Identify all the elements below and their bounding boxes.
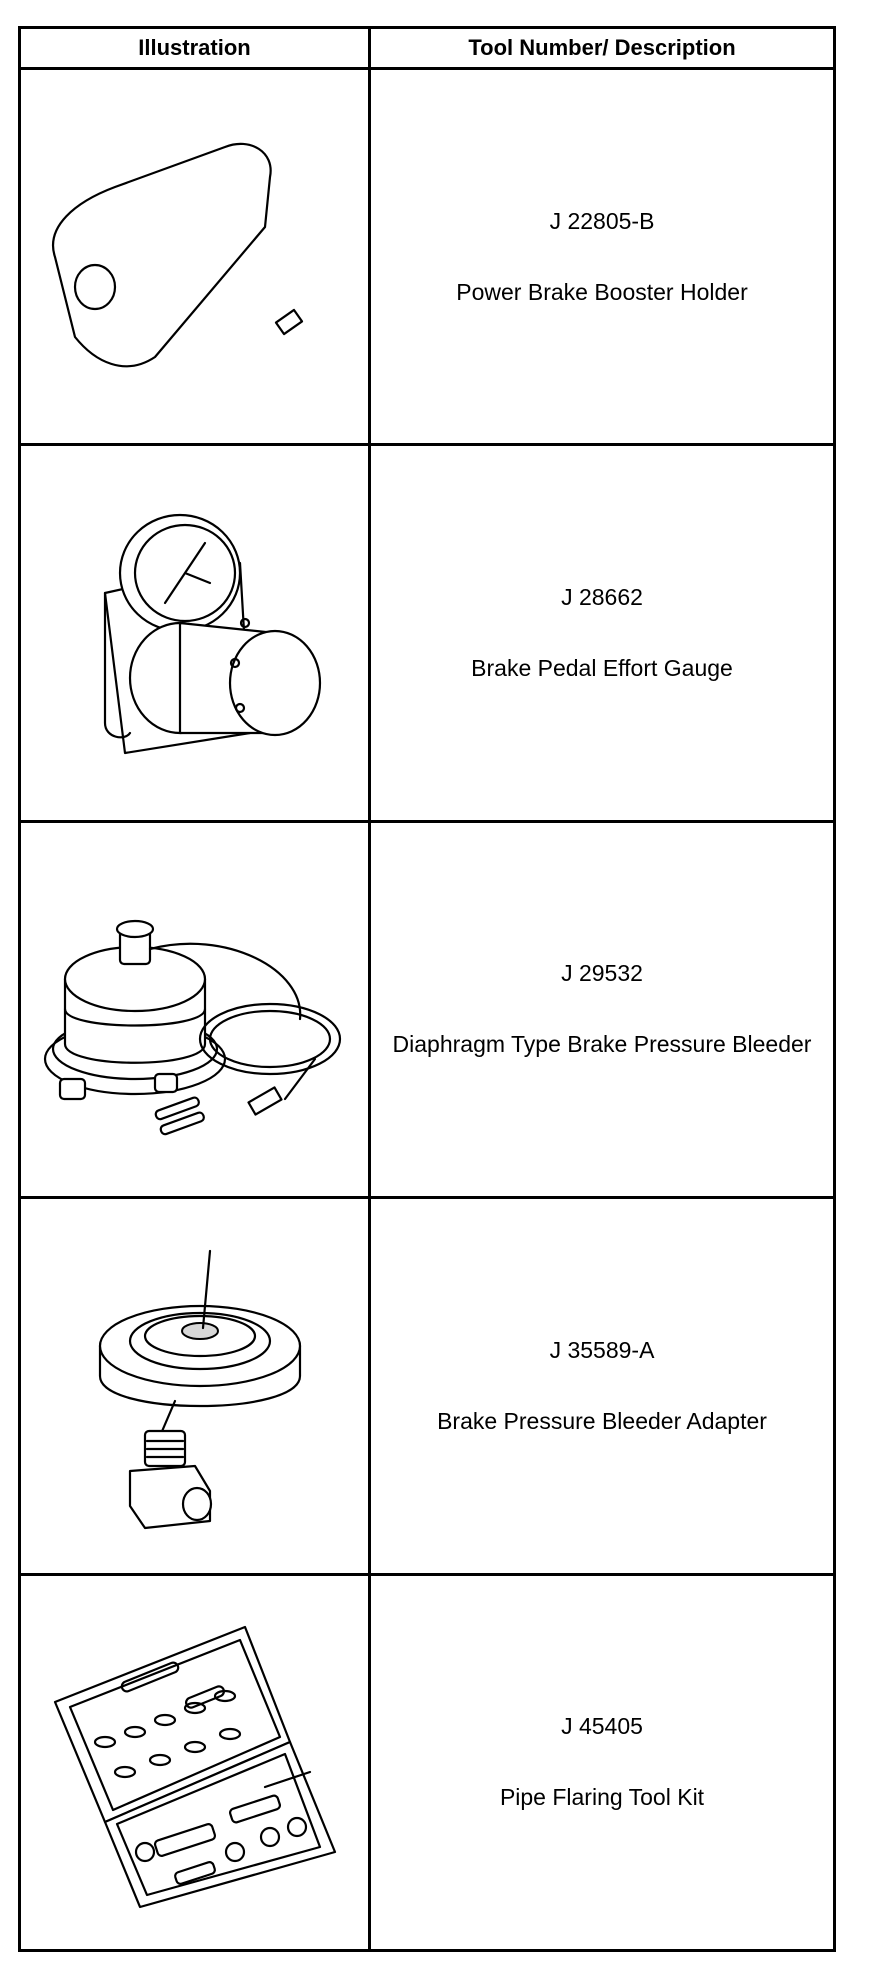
tool-number: J 29532 xyxy=(561,960,643,987)
table-row: J 22805-B Power Brake Booster Holder xyxy=(18,66,836,447)
tool-description: Power Brake Booster Holder xyxy=(456,278,748,305)
illustration-cell xyxy=(18,1196,371,1576)
illustration-cell xyxy=(18,1572,371,1953)
tool-table: Illustration Tool Number/ Description J … xyxy=(18,26,836,1953)
illustration-cell xyxy=(18,66,371,447)
tool-number: J 45405 xyxy=(561,1713,643,1740)
tool-description-cell: J 22805-B Power Brake Booster Holder xyxy=(368,66,836,447)
tool-description: Diaphragm Type Brake Pressure Bleeder xyxy=(392,1031,812,1058)
table-row: J 29532 Diaphragm Type Brake Pressure Bl… xyxy=(18,819,836,1200)
tool-description-cell: J 28662 Brake Pedal Effort Gauge xyxy=(368,443,836,823)
tool-number: J 22805-B xyxy=(549,207,655,234)
tool-number: J 28662 xyxy=(561,584,643,611)
flaring-tool-kit-icon xyxy=(53,1626,336,1909)
table-header-row: Illustration Tool Number/ Description xyxy=(18,26,836,70)
table-row: J 35589-A Brake Pressure Bleeder Adapter xyxy=(18,1196,836,1576)
booster-holder-icon xyxy=(51,142,303,367)
tool-description-cell: J 35589-A Brake Pressure Bleeder Adapter xyxy=(368,1196,836,1576)
table-row: J 28662 Brake Pedal Effort Gauge xyxy=(18,443,836,823)
tool-description: Brake Pedal Effort Gauge xyxy=(471,655,733,682)
tool-number: J 35589-A xyxy=(549,1336,655,1363)
bleeder-adapter-icon xyxy=(98,1249,301,1529)
tool-description-cell: J 29532 Diaphragm Type Brake Pressure Bl… xyxy=(368,819,836,1200)
table-row: J 45405 Pipe Flaring Tool Kit xyxy=(18,1572,836,1953)
header-illustration: Illustration xyxy=(18,26,371,70)
illustration-cell xyxy=(18,819,371,1200)
tool-description-cell: J 45405 Pipe Flaring Tool Kit xyxy=(368,1572,836,1953)
tool-description: Pipe Flaring Tool Kit xyxy=(499,1784,705,1811)
pressure-bleeder-icon xyxy=(43,920,341,1136)
tool-description: Brake Pressure Bleeder Adapter xyxy=(437,1407,767,1434)
illustration-cell xyxy=(18,443,371,823)
header-tool-description: Tool Number/ Description xyxy=(368,26,836,70)
pedal-effort-gauge-icon xyxy=(103,513,321,755)
